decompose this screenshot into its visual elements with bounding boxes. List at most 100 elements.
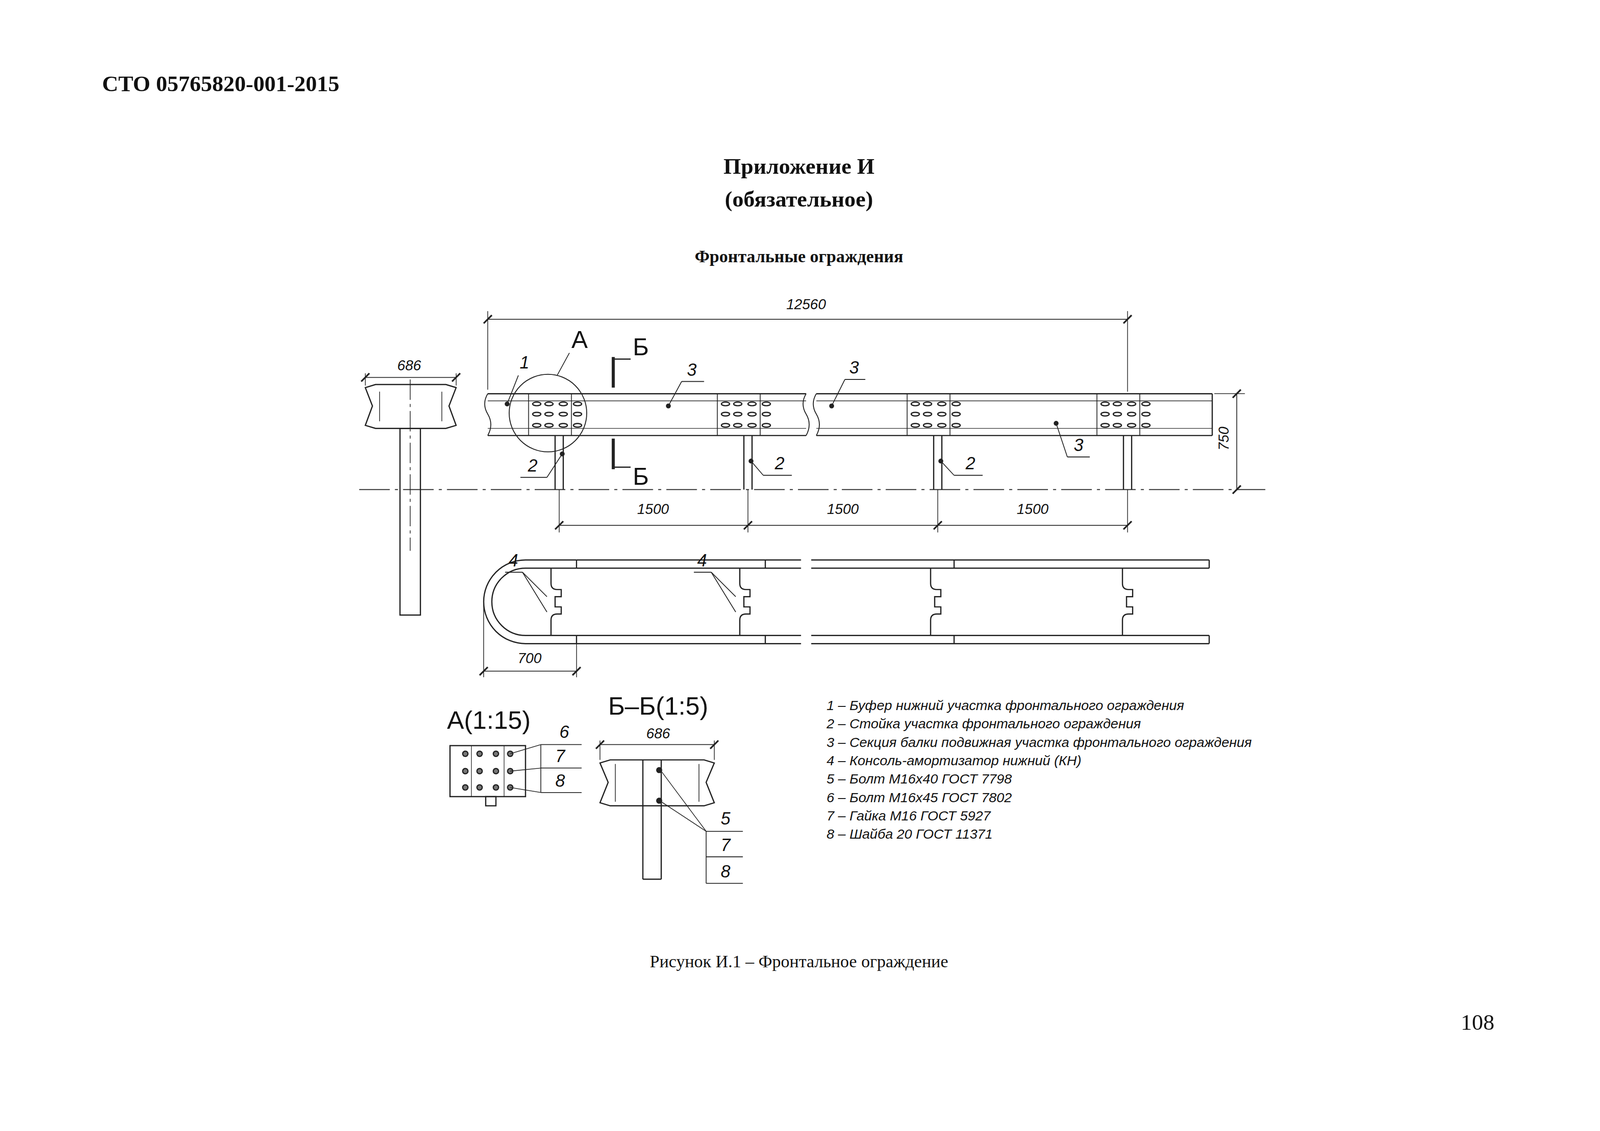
leader-line: [522, 572, 548, 613]
extension-line: [483, 602, 485, 678]
dimension-tick: [572, 667, 581, 676]
shock-absorber: [740, 568, 751, 636]
leader-shelf: [520, 477, 548, 479]
dimension-label: 686: [397, 357, 422, 374]
bolt-slot: [923, 423, 932, 428]
beam-rib: [816, 400, 1213, 402]
leader-shelf: [681, 381, 704, 383]
rail-joint: [764, 635, 767, 644]
dimension-tick: [743, 521, 752, 530]
dimension-tick: [483, 315, 492, 324]
bolt-slot: [1141, 423, 1151, 428]
section-mark: [613, 358, 631, 360]
dimension-line: [937, 525, 1128, 527]
leader-line: [668, 381, 682, 407]
callout-number: 8: [555, 771, 565, 792]
bolt-slot: [532, 412, 542, 417]
bolt-slot: [937, 412, 946, 417]
splice-edge: [1096, 393, 1098, 436]
callout-number: 2: [774, 454, 785, 475]
center-line: [359, 489, 1266, 491]
dimension-tick: [1232, 389, 1241, 398]
rail-end: [1208, 560, 1210, 569]
section-letter: Б: [632, 333, 649, 362]
leader-line: [507, 375, 519, 405]
section-mark: [613, 466, 631, 469]
leader-line: [831, 379, 845, 407]
page-number: 108: [1460, 1009, 1495, 1036]
detail-plate: [449, 745, 526, 798]
post-edge: [1122, 435, 1125, 490]
parts-list-item: 8 – Шайба 20 ГОСТ 11371: [826, 826, 993, 843]
figure-caption: Рисунок И.1 – Фронтальное ограждение: [649, 952, 949, 973]
post-edge: [554, 435, 556, 490]
bolt-slot: [747, 402, 756, 407]
bolt-slot: [1127, 412, 1136, 417]
leader-shelf: [540, 744, 582, 746]
bolt-slot: [1113, 402, 1122, 407]
leader-line: [510, 787, 541, 793]
splice-edge: [1139, 393, 1141, 436]
bolt-slot: [544, 402, 553, 407]
break-line: [802, 393, 809, 436]
leader-line: [661, 771, 706, 832]
dimension-tick: [710, 740, 719, 750]
post-edge: [642, 760, 644, 880]
beam-end: [1211, 393, 1214, 436]
section-mark: [611, 357, 615, 388]
leader-line: [510, 768, 541, 772]
dimension-tick: [479, 667, 488, 676]
parts-list-item: 2 – Стойка участка фронтального огражден…: [826, 716, 1142, 733]
section-title: Б–Б(1:5): [608, 691, 709, 721]
bolt-slot: [1113, 423, 1122, 428]
parts-list-item: 7 – Гайка М16 ГОСТ 5927: [826, 808, 991, 825]
leader-shelf: [706, 856, 744, 858]
section-mark: [611, 438, 615, 470]
post-edge: [932, 435, 935, 490]
bolt-symbol: [476, 785, 483, 791]
beam-edge: [816, 393, 1213, 395]
dimension-tick: [555, 521, 564, 530]
rail-joint: [764, 560, 767, 569]
leader-shelf: [706, 831, 744, 833]
rail-joint: [575, 635, 578, 644]
beam-profile: [365, 384, 457, 429]
rail-joint: [953, 560, 955, 569]
leader-shelf: [705, 831, 707, 884]
dimension-label: 750: [1215, 427, 1232, 451]
dimension-label: 1500: [637, 500, 670, 518]
callout-number: 3: [849, 358, 859, 379]
bolt-slot: [952, 412, 961, 417]
bolt-slot: [573, 423, 582, 428]
leader-shelf: [844, 379, 866, 381]
bolt-slot: [911, 402, 920, 407]
shock-absorber: [1122, 568, 1133, 636]
post-edge: [1130, 435, 1133, 490]
leader-shelf: [1067, 456, 1090, 458]
bolt-slot: [923, 412, 932, 417]
parts-list-item: 6 – Болт М16х45 ГОСТ 7802: [826, 790, 1012, 807]
splice-edge: [906, 393, 908, 436]
dimension-tick: [361, 373, 370, 382]
bolt-slot: [937, 402, 946, 407]
beam-edge: [487, 393, 807, 395]
leader-shelf: [540, 767, 582, 769]
post-edge: [743, 435, 745, 490]
leader-line: [510, 745, 541, 755]
callout-number: 8: [720, 862, 731, 883]
bolt-slot: [762, 402, 771, 407]
bolt-slot: [1100, 423, 1110, 428]
beam-rib: [487, 400, 807, 402]
dimension-line: [747, 525, 938, 527]
bolt-slot: [532, 423, 542, 428]
dimension-tick: [1123, 521, 1132, 530]
leader-line: [711, 572, 736, 598]
bolt-slot: [1141, 402, 1151, 407]
break-line: [484, 393, 491, 436]
beam-rib: [487, 428, 807, 429]
parts-list-item: 5 – Болт М16х40 ГОСТ 7798: [826, 771, 1012, 788]
shock-absorber: [551, 568, 562, 636]
rail-edge: [811, 643, 1210, 645]
rail-edge: [811, 559, 1210, 562]
figure-title: Фронтальные ограждения: [694, 247, 904, 268]
